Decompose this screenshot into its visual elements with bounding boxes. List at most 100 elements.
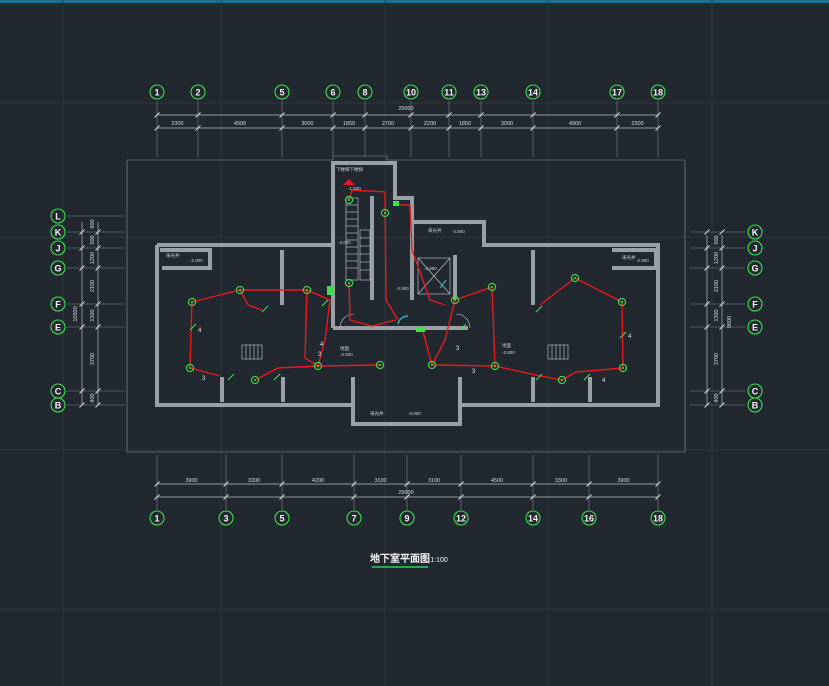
level-label-a: -1.800 <box>348 186 361 191</box>
excavation-boundary <box>126 155 686 453</box>
axis-bubble-bottom-3[interactable]: 3 <box>218 510 234 526</box>
overall-dim-top: 29000 <box>398 106 413 112</box>
level-label-i: -2.800 <box>340 352 353 357</box>
level-label-f: -2.900 <box>190 258 203 263</box>
axis-bubble-top-6[interactable]: 6 <box>325 84 341 100</box>
wire-count-label: 4 <box>198 328 202 334</box>
axis-bubble-bottom-5[interactable]: 5 <box>274 510 290 526</box>
axis-bubble-left-J[interactable]: J <box>50 240 66 256</box>
axis-bubble-top-14[interactable]: 14 <box>525 84 541 100</box>
axis-bubble-bottom-12[interactable]: 12 <box>453 510 469 526</box>
svg-text:3: 3 <box>223 514 228 524</box>
switch-marks <box>189 299 627 381</box>
axis-bubble-right-F[interactable]: F <box>747 296 763 312</box>
level-label-c: -2.800 <box>452 229 465 234</box>
dim-left-segment: 1300 <box>90 309 96 321</box>
level-label-h: -2.950 <box>424 266 437 271</box>
axis-bubble-right-C[interactable]: C <box>747 383 763 399</box>
dim-bottom-segment: 3900 <box>185 478 197 484</box>
dim-left-segment: 2100 <box>90 280 96 292</box>
axis-bubble-top-13[interactable]: 13 <box>473 84 489 100</box>
level-label-j: -2.800 <box>502 350 515 355</box>
distribution-box-top <box>393 201 399 206</box>
axis-bubble-left-L[interactable]: L <box>50 208 66 224</box>
axis-bubble-bottom-1[interactable]: 1 <box>149 510 165 526</box>
dim-top-segment: 2300 <box>171 121 183 127</box>
axis-bubble-right-K[interactable]: K <box>747 224 763 240</box>
axis-bubble-top-18[interactable]: 18 <box>650 84 666 100</box>
overall-dim-left: 10500 <box>73 306 79 321</box>
axis-bubble-top-2[interactable]: 2 <box>190 84 206 100</box>
svg-text:E: E <box>55 323 61 333</box>
dim-top-segment: 2700 <box>382 121 394 127</box>
axis-bubble-right-G[interactable]: G <box>747 260 763 276</box>
light-fixture-icon <box>490 361 500 371</box>
axis-bubble-left-K[interactable]: K <box>50 224 66 240</box>
axis-bubble-top-8[interactable]: 8 <box>357 84 373 100</box>
light-fixture-icon <box>617 297 627 307</box>
light-fixture-icon <box>450 295 460 305</box>
dim-bottom-segment: 3900 <box>617 478 629 484</box>
svg-text:16: 16 <box>584 514 594 524</box>
wire-count-label: 4 <box>628 334 632 340</box>
dim-bottom-segment: 3100 <box>428 478 440 484</box>
axis-bubble-top-10[interactable]: 10 <box>403 84 419 100</box>
wire-count-label: 4 <box>602 378 606 384</box>
dim-top-segment: 3000 <box>501 121 513 127</box>
axis-bubble-top-11[interactable]: 11 <box>441 84 457 100</box>
axis-bubble-bottom-9[interactable]: 9 <box>399 510 415 526</box>
svg-text:F: F <box>55 300 61 310</box>
axis-bubble-right-J[interactable]: J <box>747 240 763 256</box>
room-label-shaft-left: 采光井 <box>166 252 180 259</box>
svg-text:7: 7 <box>351 514 356 524</box>
axis-bubble-left-B[interactable]: B <box>50 397 66 413</box>
svg-text:1: 1 <box>154 88 159 98</box>
dim-bottom-segment: 3300 <box>248 478 260 484</box>
wire-count-label: 4 <box>320 342 324 348</box>
dim-top-segment: 2300 <box>631 121 643 127</box>
dim-right-segment: 500 <box>714 235 720 244</box>
dim-bottom-segment: 4200 <box>312 478 324 484</box>
light-fixtures <box>185 195 628 385</box>
axis-bubble-top-5[interactable]: 5 <box>274 84 290 100</box>
svg-text:C: C <box>752 387 759 397</box>
dim-top-segment: 4900 <box>234 121 246 127</box>
overall-dim-bottom: 29000 <box>398 490 413 496</box>
axis-bubble-top-1[interactable]: 1 <box>149 84 165 100</box>
svg-text:17: 17 <box>612 88 622 98</box>
distribution-box-left <box>327 286 333 295</box>
level-label-g: -2.900 <box>636 258 649 263</box>
level-label-e: -3.000 <box>408 411 421 416</box>
axis-bubble-top-17[interactable]: 17 <box>609 84 625 100</box>
axis-bubble-bottom-14[interactable]: 14 <box>525 510 541 526</box>
svg-text:J: J <box>752 244 757 254</box>
axis-bubble-right-E[interactable]: E <box>747 319 763 335</box>
dim-right-segment: 1300 <box>714 309 720 321</box>
axis-bubble-bottom-16[interactable]: 16 <box>581 510 597 526</box>
svg-text:5: 5 <box>279 88 284 98</box>
dim-right-segment: 900 <box>714 393 720 402</box>
svg-text:F: F <box>752 300 758 310</box>
distribution-box-center <box>416 327 425 332</box>
dim-bottom-segment: 3100 <box>374 478 386 484</box>
light-fixture-icon <box>185 363 195 373</box>
axis-bubble-left-E[interactable]: E <box>50 319 66 335</box>
light-fixture-icon <box>187 297 197 307</box>
svg-text:C: C <box>55 387 62 397</box>
level-label-b: -3.000 <box>338 240 351 245</box>
axis-bubble-bottom-7[interactable]: 7 <box>346 510 362 526</box>
light-fixture-icon <box>344 278 354 288</box>
floor-label-right: 地面 <box>502 342 511 349</box>
axis-bubble-right-B[interactable]: B <box>747 397 763 413</box>
svg-text:18: 18 <box>653 514 663 524</box>
axis-bubble-left-G[interactable]: G <box>50 260 66 276</box>
dim-top-segment: 4900 <box>569 121 581 127</box>
axis-bubble-left-F[interactable]: F <box>50 296 66 312</box>
axis-bubble-bottom-18[interactable]: 18 <box>650 510 666 526</box>
electrical-wiring <box>189 189 624 381</box>
svg-text:G: G <box>54 264 61 274</box>
svg-text:1: 1 <box>154 514 159 524</box>
